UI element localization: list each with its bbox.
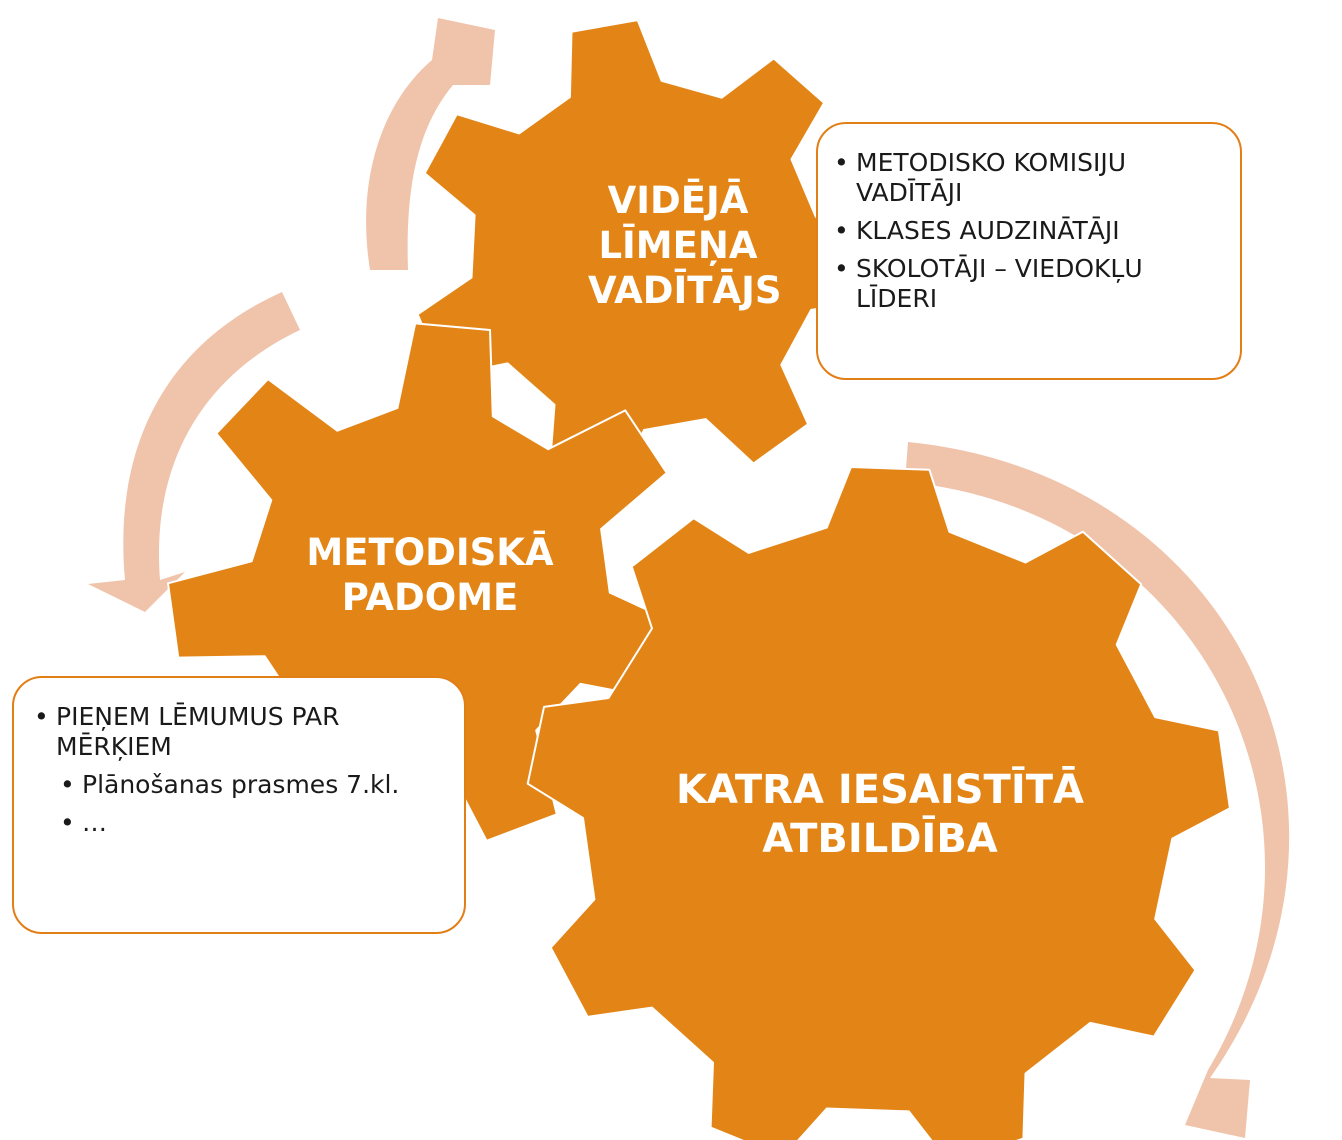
- gear-top-label-line-1: VIDĒJĀ: [607, 179, 749, 222]
- arrow-right: [905, 442, 1290, 1138]
- note-box-left: PIEŅEM LĒMUMUS PAR MĒRĶIEM Plānošanas pr…: [12, 676, 466, 934]
- gear-left-label-line-2: PADOME: [341, 576, 519, 620]
- gear-left: [167, 322, 690, 842]
- gear-top: [416, 19, 880, 489]
- gear-big: [526, 466, 1231, 1140]
- arrow-top-left: [366, 18, 495, 270]
- note-left-item-1: PIEŅEM LĒMUMUS PAR MĒRĶIEM: [34, 702, 446, 762]
- note-left-subitem-2: …: [60, 808, 446, 838]
- gear-top-label-line-2: LĪMEŅA: [598, 224, 758, 268]
- gear-top-label-line-3: VADĪTĀJS: [588, 269, 782, 313]
- gear-left-label: METODISKĀ PADOME: [290, 530, 570, 620]
- gear-big-label-line-1: KATRA IESAISTĪTĀ: [676, 767, 1084, 813]
- note-box-right: METODISKO KOMISIJU VADĪTĀJI KLASES AUDZI…: [816, 122, 1242, 380]
- gear-big-label-line-2: ATBILDĪBA: [762, 815, 998, 862]
- note-left-subitem-1: Plānošanas prasmes 7.kl.: [60, 770, 446, 800]
- gear-left-label-line-1: METODISKĀ: [306, 531, 554, 574]
- note-right-item-2: KLASES AUDZINĀTĀJI: [834, 216, 1220, 246]
- arrow-left: [88, 292, 300, 612]
- gear-big-label: KATRA IESAISTĪTĀ ATBILDĪBA: [660, 766, 1100, 864]
- note-right-list: METODISKO KOMISIJU VADĪTĀJI KLASES AUDZI…: [834, 148, 1220, 314]
- note-right-item-3: SKOLOTĀJI – VIEDOKĻU LĪDERI: [834, 254, 1220, 314]
- gear-top-label: VIDĒJĀ LĪMEŅA VADĪTĀJS: [588, 178, 782, 313]
- note-left-list: PIEŅEM LĒMUMUS PAR MĒRĶIEM Plānošanas pr…: [34, 702, 446, 838]
- note-right-item-1: METODISKO KOMISIJU VADĪTĀJI: [834, 148, 1220, 208]
